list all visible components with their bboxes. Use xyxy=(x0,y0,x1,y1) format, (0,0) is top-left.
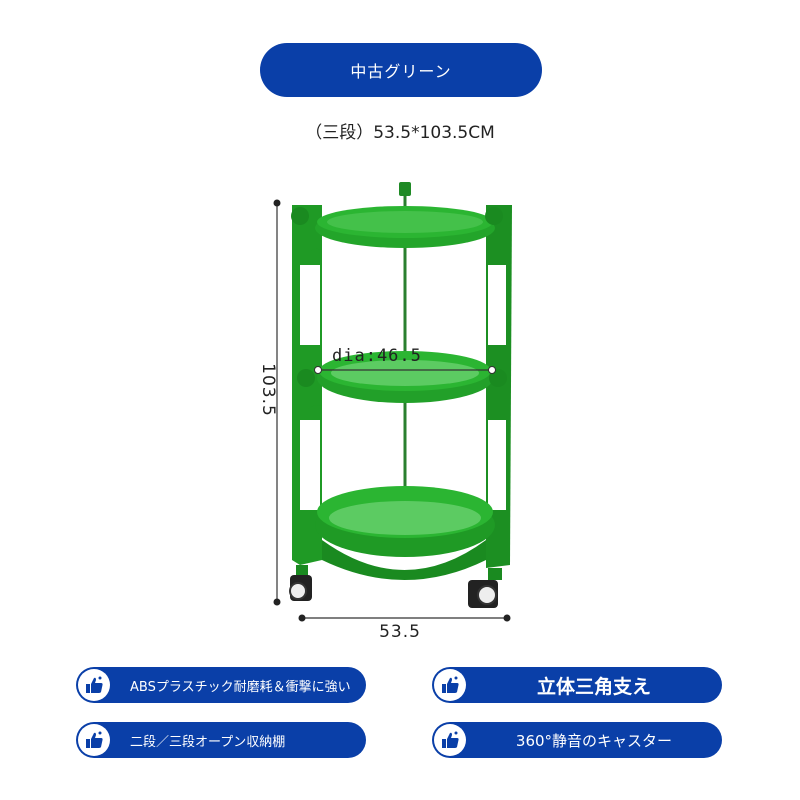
width-dimension-label: 53.5 xyxy=(379,622,421,642)
feature-badge-silent-casters: 360°静音のキャスター xyxy=(432,722,722,758)
height-dimension-label: 103.5 xyxy=(258,363,278,417)
size-text: （三段）53.5*103.5CM xyxy=(305,123,495,143)
color-label: 中古グリーン xyxy=(350,62,452,81)
feature-badge-triangle-support: 立体三角支え xyxy=(432,667,722,703)
product-image xyxy=(273,182,512,622)
feature-badge-abs-plastic: ABSプラスチック耐磨耗＆衝撃に強い xyxy=(76,667,366,703)
feature-label: 360°静音のキャスター xyxy=(515,731,673,750)
thumbs-up-icon xyxy=(434,669,466,701)
thumbs-up-icon xyxy=(78,724,110,756)
feature-badge-open-shelf: 二段／三段オープン収納棚 xyxy=(76,722,366,758)
diameter-label: dia:46.5 xyxy=(332,346,422,366)
color-label-pill: 中古グリーン xyxy=(260,43,542,97)
thumbs-up-icon xyxy=(434,724,466,756)
feature-label: 立体三角支え xyxy=(536,675,651,698)
feature-label: ABSプラスチック耐磨耗＆衝撃に強い xyxy=(130,679,351,695)
thumbs-up-icon xyxy=(78,669,110,701)
feature-label: 二段／三段オープン収納棚 xyxy=(130,734,286,750)
